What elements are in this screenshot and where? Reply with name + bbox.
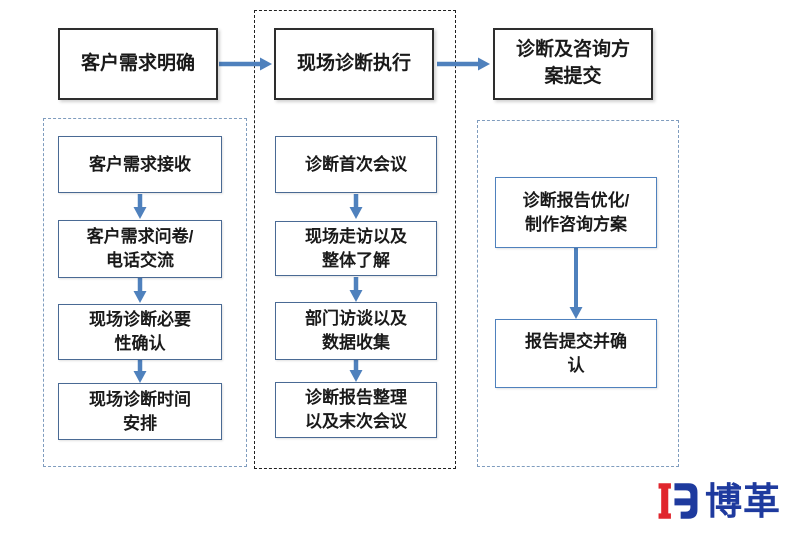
phase2-step3-box: 部门访谈以及 数据收集 <box>275 302 437 360</box>
phase3-step2-box: 报告提交并确 认 <box>495 319 657 388</box>
arrow-down-icon <box>133 358 147 383</box>
phase2-step2-box: 现场走访以及 整体了解 <box>275 221 437 276</box>
company-logo-text: 博革 <box>705 480 781 522</box>
bg-monogram-icon <box>658 483 698 519</box>
phase1-step1-box: 客户需求接收 <box>58 136 222 193</box>
arrow-down-icon <box>133 278 147 303</box>
phase1-step4-box: 现场诊断时间 安排 <box>58 383 222 440</box>
phase3-step1-box: 诊断报告优化/ 制作咨询方案 <box>495 177 657 248</box>
phase2-step4-box: 诊断报告整理 以及末次会议 <box>275 382 437 438</box>
phase3-steps-container <box>477 120 679 467</box>
arrow-down-icon <box>349 277 363 302</box>
arrow-right-icon <box>437 57 490 71</box>
phase2-header-box: 现场诊断执行 <box>274 28 434 100</box>
arrow-down-icon <box>569 248 583 319</box>
phase3-header-box: 诊断及咨询方 案提交 <box>493 28 653 100</box>
phase1-step2-box: 客户需求问卷/ 电话交流 <box>58 220 222 278</box>
phase2-container <box>254 10 456 469</box>
phase2-step1-box: 诊断首次会议 <box>275 136 437 193</box>
arrow-right-icon <box>219 57 272 71</box>
arrow-down-icon <box>349 194 363 219</box>
arrow-down-icon <box>349 357 363 382</box>
company-logo: 博革 <box>656 478 781 524</box>
phase1-header-box: 客户需求明确 <box>58 28 218 100</box>
phase1-step3-box: 现场诊断必要 性确认 <box>58 304 222 360</box>
phase1-steps-container <box>43 118 247 467</box>
arrow-down-icon <box>133 194 147 219</box>
